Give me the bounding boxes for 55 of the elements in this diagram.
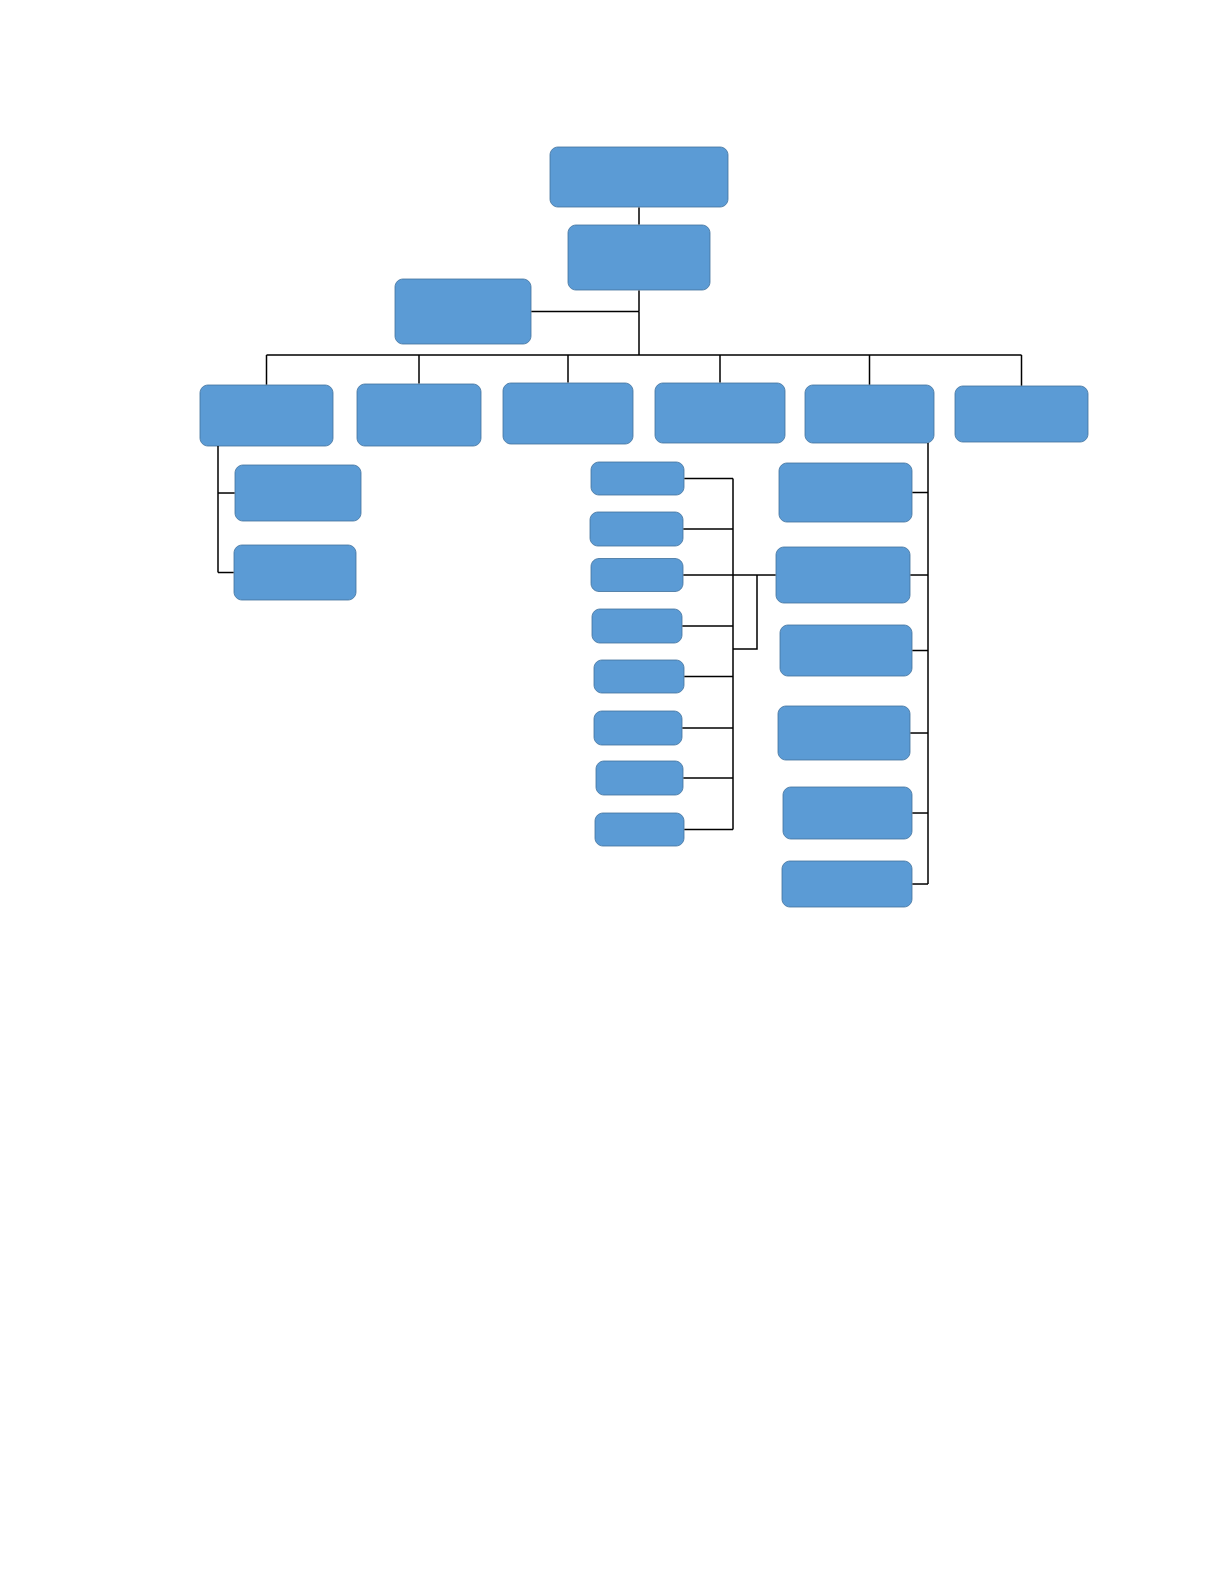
connector-line (217, 571, 235, 574)
connector-line (265, 310, 1023, 356)
org-box (781, 860, 913, 908)
org-box (590, 558, 684, 592)
org-box (778, 462, 913, 523)
org-box (233, 544, 357, 601)
connector-line (682, 574, 758, 576)
connector-line (530, 310, 640, 313)
connector-line (719, 354, 721, 384)
org-box (954, 385, 1089, 443)
connector-line (683, 477, 734, 480)
org-box (804, 384, 935, 444)
org-box (589, 511, 684, 547)
connector-line (682, 528, 734, 530)
connector-line (1020, 354, 1023, 387)
org-box (782, 786, 913, 840)
org-box (590, 461, 685, 496)
connector-line (682, 777, 734, 779)
connector-line (683, 828, 734, 831)
org-box (777, 705, 911, 761)
org-box (594, 812, 685, 847)
org-box (775, 546, 911, 604)
org-box (595, 760, 684, 796)
org-box (356, 383, 482, 447)
connector-line (732, 477, 758, 831)
connector-line (909, 732, 929, 734)
org-box (502, 382, 634, 445)
connector-line (911, 649, 929, 652)
connector-line (868, 354, 871, 386)
connector-line (217, 492, 236, 494)
org-box (593, 659, 685, 694)
org-box (199, 384, 334, 447)
connector-line (911, 883, 929, 885)
connector-line (909, 574, 929, 576)
connector-line (638, 206, 640, 226)
connector-line (217, 445, 219, 574)
connector-line (756, 574, 777, 576)
connector-line (911, 491, 929, 494)
connector-line (567, 354, 569, 384)
org-box (567, 224, 711, 291)
org-box (234, 464, 362, 522)
connector-line (683, 675, 734, 678)
org-box (593, 710, 683, 746)
org-box (394, 278, 532, 345)
org-box (591, 608, 683, 644)
connector-line (681, 625, 734, 627)
org-box (549, 146, 729, 208)
org-box (779, 624, 913, 677)
connector-line (927, 442, 929, 885)
connector-line (638, 289, 640, 313)
connector-line (911, 812, 929, 814)
org-box (654, 382, 786, 444)
connector-line (681, 727, 734, 729)
connector-line (265, 354, 268, 386)
connector-line (418, 354, 420, 385)
